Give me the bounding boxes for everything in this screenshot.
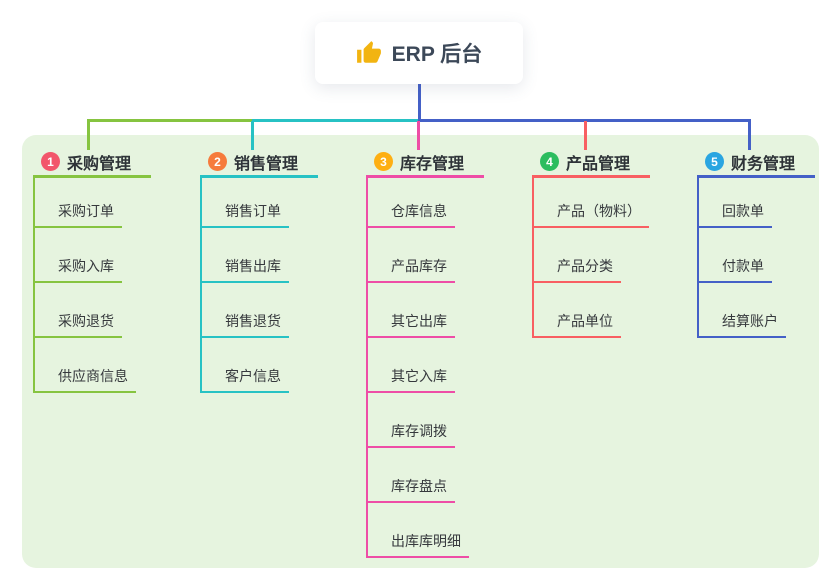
child-topic[interactable]: 销售订单: [202, 178, 289, 228]
branch-children: 回款单 付款单 结算账户: [697, 178, 815, 338]
child-topic[interactable]: 产品（物料）: [534, 178, 649, 228]
child-topic[interactable]: 产品分类: [534, 228, 621, 283]
branch-children: 销售订单 销售出库 销售退货 客户信息: [200, 178, 318, 393]
child-topic[interactable]: 结算账户: [699, 283, 786, 338]
connector-root-stub: [418, 84, 421, 122]
branch-number-badge: 1: [41, 152, 60, 171]
child-topic[interactable]: 其它入库: [368, 338, 455, 393]
branch-children: 产品（物料） 产品分类 产品单位: [532, 178, 650, 338]
branch-purchase: 1 采购管理 采购订单 采购入库 采购退货 供应商信息: [33, 148, 151, 393]
child-topic[interactable]: 付款单: [699, 228, 772, 283]
child-topic[interactable]: 出库库明细: [368, 503, 469, 558]
connector-bus-segment-mid: [252, 119, 419, 122]
child-topic[interactable]: 销售出库: [202, 228, 289, 283]
child-topic[interactable]: 回款单: [699, 178, 772, 228]
child-topic[interactable]: 仓库信息: [368, 178, 455, 228]
branch-label: 销售管理: [234, 155, 299, 173]
connector-drop-finance: [748, 121, 751, 150]
branch-product: 4 产品管理 产品（物料） 产品分类 产品单位: [532, 148, 650, 338]
root-title: ERP 后台: [391, 43, 483, 66]
child-topic[interactable]: 客户信息: [202, 338, 289, 393]
connector-bus-segment-left: [87, 119, 253, 122]
branch-children: 采购订单 采购入库 采购退货 供应商信息: [33, 178, 151, 393]
root-topic[interactable]: ERP 后台: [315, 22, 523, 84]
branch-header-sales[interactable]: 2 销售管理: [200, 148, 318, 178]
connector-drop-inventory: [417, 121, 420, 150]
child-topic[interactable]: 销售退货: [202, 283, 289, 338]
branch-header-purchase[interactable]: 1 采购管理: [33, 148, 151, 178]
branches-panel: [22, 135, 819, 568]
connector-drop-purchase: [87, 121, 90, 150]
branch-label: 产品管理: [566, 155, 631, 173]
connector-drop-sales: [251, 121, 254, 150]
branch-header-product[interactable]: 4 产品管理: [532, 148, 650, 178]
connector-drop-product: [584, 121, 587, 150]
branch-number-badge: 2: [208, 152, 227, 171]
branch-number-badge: 5: [705, 152, 724, 171]
branch-children: 仓库信息 产品库存 其它出库 其它入库 库存调拨 库存盘点 出库库明细: [366, 178, 484, 558]
connector-bus-segment-right: [418, 119, 751, 122]
child-topic[interactable]: 产品单位: [534, 283, 621, 338]
branch-header-inventory[interactable]: 3 库存管理: [366, 148, 484, 178]
branch-number-badge: 3: [374, 152, 393, 171]
child-topic[interactable]: 其它出库: [368, 283, 455, 338]
branch-finance: 5 财务管理 回款单 付款单 结算账户: [697, 148, 815, 338]
child-topic[interactable]: 供应商信息: [35, 338, 136, 393]
branch-label: 财务管理: [731, 155, 796, 173]
branch-sales: 2 销售管理 销售订单 销售出库 销售退货 客户信息: [200, 148, 318, 393]
child-topic[interactable]: 采购退货: [35, 283, 122, 338]
branch-label: 采购管理: [67, 155, 132, 173]
branch-number-badge: 4: [540, 152, 559, 171]
child-topic[interactable]: 库存调拨: [368, 393, 455, 448]
branch-label: 库存管理: [400, 155, 465, 173]
child-topic[interactable]: 采购入库: [35, 228, 122, 283]
branch-inventory: 3 库存管理 仓库信息 产品库存 其它出库 其它入库 库存调拨 库存盘点 出库库…: [366, 148, 484, 558]
child-topic[interactable]: 采购订单: [35, 178, 122, 228]
child-topic[interactable]: 产品库存: [368, 228, 455, 283]
branch-header-finance[interactable]: 5 财务管理: [697, 148, 815, 178]
thumbs-up-icon: [356, 40, 382, 66]
child-topic[interactable]: 库存盘点: [368, 448, 455, 503]
